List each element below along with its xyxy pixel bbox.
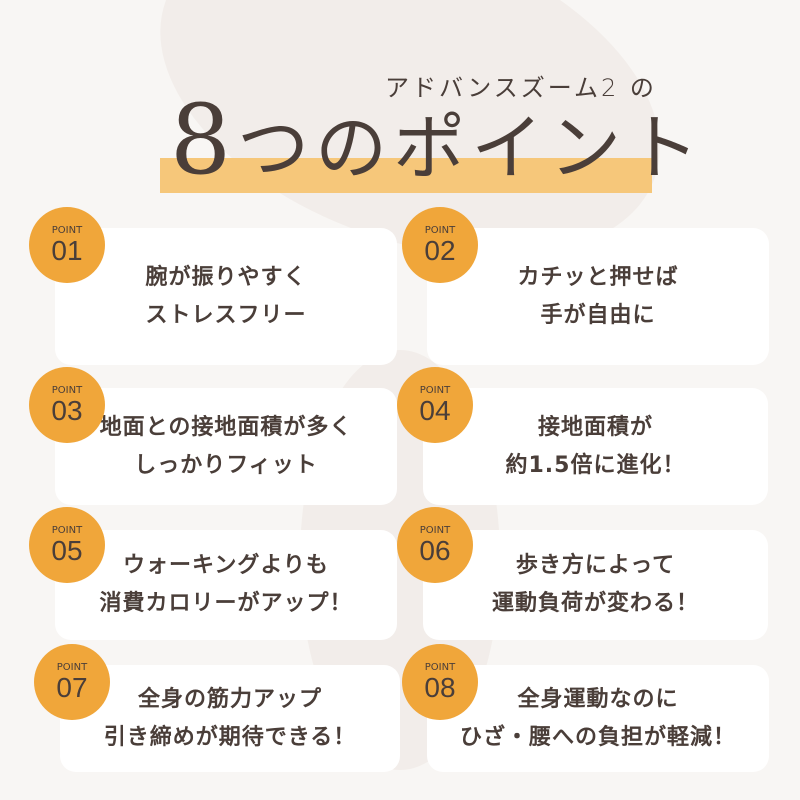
point-card: 全身の筋力アップ引き締めが期待できる！ <box>60 665 400 772</box>
point-card: 歩き方によって運動負荷が変わる！ <box>423 530 768 640</box>
point-text: ウォーキングよりも消費カロリーがアップ！ <box>99 547 352 623</box>
point-text: 接地面積が約1.5倍に進化！ <box>506 409 686 485</box>
point-line-1: 腕が振りやすく <box>145 264 307 290</box>
point-line-1: 全身運動なのに <box>517 686 679 712</box>
point-label: POINT <box>419 525 451 536</box>
point-line-1: ウォーキングよりも <box>123 553 329 578</box>
point-label: POINT <box>56 662 88 673</box>
point-label: POINT <box>424 225 456 236</box>
point-number: 01 <box>51 235 83 266</box>
point-card: 地面との接地面積が多くしっかりフィット <box>55 388 397 505</box>
point-line-2: ひざ・腰への負担が軽減！ <box>459 724 736 750</box>
point-card: 全身運動なのにひざ・腰への負担が軽減！ <box>427 665 769 772</box>
point-text: 腕が振りやすくストレスフリー <box>145 259 306 335</box>
point-label: POINT <box>424 662 456 673</box>
point-line-1: 接地面積が <box>537 414 653 440</box>
point-line-2: 手が自由に <box>540 302 656 328</box>
point-label: POINT <box>419 385 451 396</box>
point-card: 接地面積が約1.5倍に進化！ <box>423 388 768 505</box>
point-number: 02 <box>424 235 456 266</box>
point-number: 08 <box>424 672 456 703</box>
point-line-1: 歩き方によって <box>515 553 676 578</box>
point-number: 03 <box>51 395 83 426</box>
point-card: 腕が振りやすくストレスフリー <box>55 228 397 365</box>
point-line-1: 全身の筋力アップ <box>137 686 322 712</box>
point-number: 07 <box>56 672 88 703</box>
title-number: 8 <box>170 84 238 196</box>
point-line-1: 地面との接地面積が多く <box>99 414 353 440</box>
point-text: 歩き方によって運動負荷が変わる！ <box>492 547 699 623</box>
point-number: 05 <box>51 535 83 566</box>
point-line-2: 消費カロリーがアップ！ <box>99 591 353 616</box>
point-line-2: 引き締めが期待できる！ <box>103 724 357 750</box>
point-line-2: 約1.5倍に進化！ <box>505 452 686 478</box>
subtitle: アドバンスズーム2 の <box>385 74 657 102</box>
page-title: 8つのポイント <box>170 92 705 188</box>
title-text: つのポイント <box>237 106 706 190</box>
point-line-2: しっかりフィット <box>134 452 318 478</box>
point-line-2: 運動負荷が変わる！ <box>491 591 699 616</box>
point-line-2: ストレスフリー <box>145 302 307 328</box>
point-text: 全身運動なのにひざ・腰への負担が軽減！ <box>460 681 736 757</box>
title-highlight <box>160 158 652 193</box>
point-card: ウォーキングよりも消費カロリーがアップ！ <box>55 530 397 640</box>
point-text: 地面との接地面積が多くしっかりフィット <box>100 409 353 485</box>
point-label: POINT <box>51 225 83 236</box>
point-number: 06 <box>419 535 451 566</box>
point-text: 全身の筋力アップ引き締めが期待できる！ <box>104 681 357 757</box>
point-label: POINT <box>51 525 83 536</box>
point-number: 04 <box>419 395 451 426</box>
point-text: カチッと押せば手が自由に <box>517 259 678 335</box>
point-label: POINT <box>51 385 83 396</box>
point-card: カチッと押せば手が自由に <box>427 228 769 365</box>
point-line-1: カチッと押せば <box>517 264 679 290</box>
